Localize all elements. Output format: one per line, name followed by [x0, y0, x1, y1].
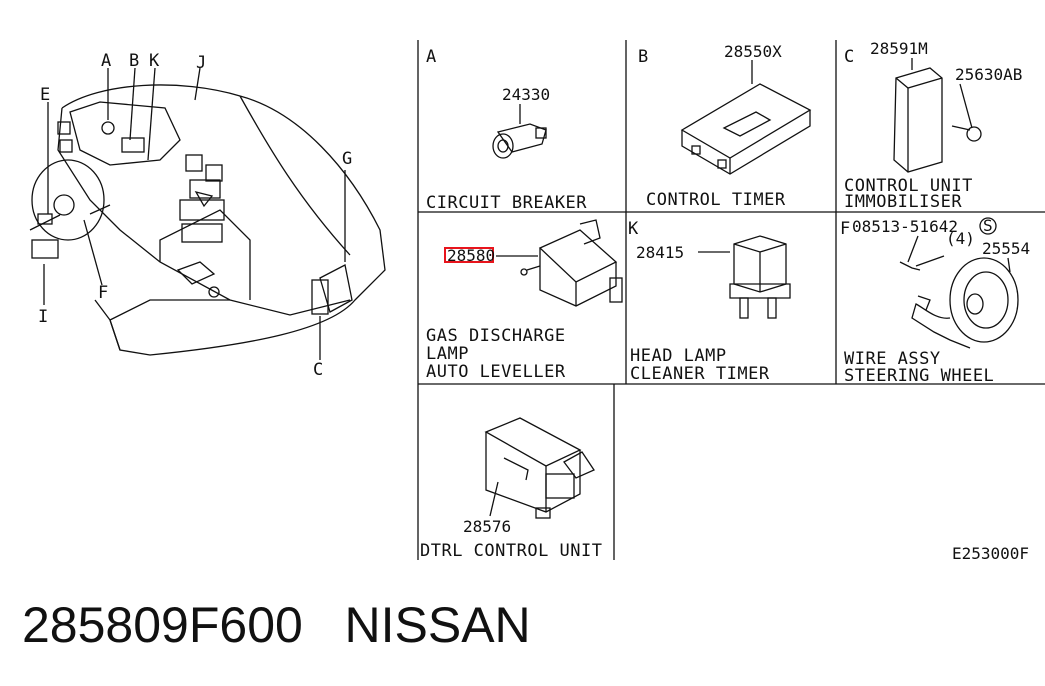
panel-f-part-number: 25554 — [982, 239, 1030, 258]
panel-auto-leveller-caption-1: GAS DISCHARGE — [426, 326, 566, 346]
panel-c-caption-2: IMMOBILISER — [844, 192, 962, 212]
panel-f-symbol: S — [983, 216, 993, 235]
panel-f-caption-1: WIRE ASSY — [844, 349, 941, 369]
panel-b-caption: CONTROL TIMER — [646, 190, 786, 210]
dtrl-drawing — [484, 417, 595, 519]
overview-letter-e: E — [40, 85, 50, 105]
panel-f-quantity: (4) — [946, 229, 975, 248]
circuit-breaker-drawing — [492, 104, 547, 159]
control-timer-drawing — [680, 60, 812, 175]
highlight-box — [444, 247, 494, 263]
overview-letter-i: I — [38, 307, 48, 327]
panel-f: F 08513-51642 S (4) 25554 WIRE ASSY STEE… — [840, 216, 1030, 386]
panel-auto-leveller: 28580 GAS DISCHARGE LAMP AUTO LEVELLER — [426, 219, 623, 382]
panel-k-caption-1: HEAD LAMP — [630, 346, 727, 366]
s-symbol-circle — [979, 217, 997, 235]
panel-c-letter: C — [844, 47, 854, 67]
panel-k-caption-2: CLEANER TIMER — [630, 364, 770, 384]
panel-auto-leveller-caption-3: AUTO LEVELLER — [426, 362, 566, 382]
panel-c: C 28591M 25630AB CONTROL UNIT IMMOBILISE… — [844, 39, 1022, 212]
panel-a-caption: CIRCUIT BREAKER — [426, 193, 587, 213]
panel-f-caption-2: STEERING WHEEL — [844, 366, 994, 386]
panel-grid — [417, 40, 1045, 560]
panel-k: K 28415 HEAD LAMP CLEANER TIMER — [628, 219, 791, 384]
panel-a-part-number: 24330 — [502, 85, 550, 104]
footer-title: 285809F600 NISSAN — [22, 596, 531, 654]
overview-letter-b: B — [129, 51, 139, 71]
panel-b-letter: B — [638, 47, 648, 67]
panel-b-part-number: 28550X — [724, 42, 782, 61]
overview-letter-j: J — [196, 53, 206, 73]
panel-f-letter: F — [840, 219, 850, 239]
auto-leveller-drawing — [496, 219, 623, 307]
panel-c-part-number-2: 25630AB — [955, 65, 1022, 84]
panel-c-part-number-1: 28591M — [870, 39, 928, 58]
panel-f-bolt-part-number: 08513-51642 — [852, 217, 958, 236]
panel-k-letter: K — [628, 219, 639, 239]
overview-letter-g: G — [342, 149, 352, 169]
overview-letter-a: A — [101, 51, 111, 71]
immobiliser-drawing — [893, 58, 982, 173]
diagram-code: E253000F — [952, 544, 1029, 563]
panel-a: A 24330 CIRCUIT BREAKER — [426, 47, 587, 213]
overview-letter-f: F — [98, 283, 108, 303]
headlamp-timer-drawing — [698, 235, 791, 319]
panel-auto-leveller-caption-2: LAMP — [426, 344, 469, 364]
overview-letters: A B K J E G I F C — [38, 51, 352, 380]
wire-assy-drawing — [899, 235, 1019, 349]
panel-dtrl: 28576 DTRL CONTROL UNIT — [420, 417, 603, 561]
dashboard-overview — [29, 67, 386, 360]
overview-letter-k: K — [149, 51, 160, 71]
panel-b: B 28550X CONTROL TIMER — [638, 42, 812, 210]
panel-dtrl-caption: DTRL CONTROL UNIT — [420, 541, 603, 561]
panel-dtrl-part-number: 28576 — [463, 517, 511, 536]
panel-c-caption-1: CONTROL UNIT — [844, 176, 973, 196]
panel-k-part-number: 28415 — [636, 243, 684, 262]
overview-letter-c: C — [313, 360, 323, 380]
panel-auto-leveller-part-number: 28580 — [447, 246, 495, 265]
footer-part-number: 285809F600 — [22, 597, 303, 653]
panel-a-letter: A — [426, 47, 436, 67]
footer-brand: NISSAN — [344, 597, 531, 653]
